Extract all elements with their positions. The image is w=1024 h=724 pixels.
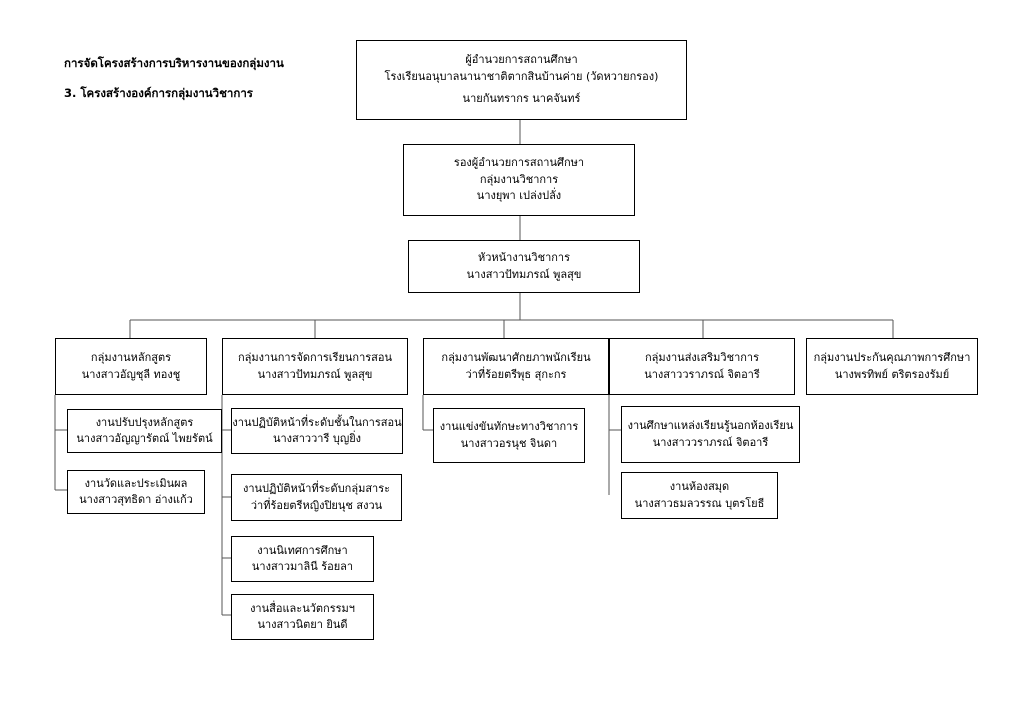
group-leader: นางสาววราภรณ์ จิตอารี <box>644 367 760 381</box>
task-box: งานศึกษาแหล่งเรียนรู้นอกห้องเรียน นางสาว… <box>621 406 800 463</box>
task-box: งานแข่งขันทักษะทางวิชาการ นางสาวอรนุช จิ… <box>433 408 585 463</box>
task-title: งานศึกษาแหล่งเรียนรู้นอกห้องเรียน <box>627 419 794 432</box>
task-box: งานสื่อและนวัตกรรมฯ นางสาวนิตยา ยินดี <box>231 594 374 640</box>
deputy-box: รองผู้อำนวยการสถานศึกษา กลุ่มงานวิชาการ … <box>403 144 635 216</box>
academic-head-position: หัวหน้างานวิชาการ <box>477 251 570 264</box>
director-school: โรงเรียนอนุบาลนานาชาติตากสินบ้านค่าย (วั… <box>384 69 659 83</box>
task-person: ว่าที่ร้อยตรีหญิงปิยนุช สงวน <box>250 498 383 512</box>
academic-head-box: หัวหน้างานวิชาการ นางสาวปัทมภรณ์ พูลสุข <box>408 240 640 293</box>
group-title: กลุ่มงานประกันคุณภาพการศึกษา <box>813 351 971 364</box>
task-box: งานห้องสมุด นางสาวธมลวรรณ บุตรโยธี <box>621 472 778 519</box>
task-box: งานปรับปรุงหลักสูตร นางสาวอัญญารัตณ์ ไพย… <box>67 409 222 453</box>
director-name: นายกันทรากร นาคจันทร์ <box>462 92 581 106</box>
task-person: นางสาววารี บุญยิ่ง <box>272 432 362 445</box>
task-title: งานปรับปรุงหลักสูตร <box>95 415 194 429</box>
group-title: กลุ่มงานหลักสูตร <box>90 351 172 364</box>
group-box-student-potential: กลุ่มงานพัฒนาศักยภาพนักเรียน ว่าที่ร้อยต… <box>423 338 609 395</box>
task-person: นางสาวธมลวรรณ บุตรโยธี <box>634 496 765 510</box>
director-position: ผู้อำนวยการสถานศึกษา <box>465 53 578 67</box>
task-person: นางสาวสุทธิดา อ่างแก้ว <box>79 493 193 506</box>
group-title: กลุ่มงานการจัดการเรียนการสอน <box>237 351 393 364</box>
page-subtitle: 3. โครงสร้างองค์การกลุ่มงานวิชาการ <box>64 86 253 100</box>
task-person: นางสาววราภรณ์ จิตอารี <box>652 435 769 449</box>
task-person: นางสาวอรนุช จินดา <box>460 436 558 450</box>
task-title: งานวัดและประเมินผล <box>84 476 188 490</box>
group-title: กลุ่มงานส่งเสริมวิชาการ <box>644 351 759 364</box>
director-box: ผู้อำนวยการสถานศึกษา โรงเรียนอนุบาลนานาช… <box>356 40 687 120</box>
group-box-teaching: กลุ่มงานการจัดการเรียนการสอน นางสาวปัทมภ… <box>222 338 408 395</box>
task-title: งานปฏิบัติหน้าที่ระดับชั้นในการสอน <box>232 415 402 429</box>
task-box: งานปฏิบัติหน้าที่ระดับกลุ่มสาระ ว่าที่ร้… <box>231 474 402 521</box>
group-leader: นางสาวปัทมภรณ์ พูลสุข <box>257 367 373 381</box>
deputy-name: นางยุพา เปล่งปลั่ง <box>476 189 562 203</box>
group-box-quality-assurance: กลุ่มงานประกันคุณภาพการศึกษา นางพรทิพย์ … <box>806 338 978 395</box>
group-leader: นางพรทิพย์ ตริตรองรัมย์ <box>834 367 950 381</box>
task-title: งานห้องสมุด <box>669 480 730 493</box>
group-leader: ว่าที่ร้อยตรีพุธ สุกะกร <box>465 367 567 381</box>
group-title: กลุ่มงานพัฒนาศักยภาพนักเรียน <box>441 351 591 364</box>
task-person: นางสาวมาลินี ร้อยลา <box>251 560 354 573</box>
task-box: งานวัดและประเมินผล นางสาวสุทธิดา อ่างแก้… <box>67 470 205 514</box>
deputy-position: รองผู้อำนวยการสถานศึกษา <box>453 156 585 170</box>
group-leader: นางสาวอัญชุลี ทองชู <box>81 367 181 381</box>
task-title: งานนิเทศการศึกษา <box>257 543 348 557</box>
deputy-group: กลุ่มงานวิชาการ <box>479 172 559 186</box>
task-title: งานสื่อและนวัตกรรมฯ <box>250 601 355 615</box>
academic-head-name: นางสาวปัทมภรณ์ พูลสุข <box>466 267 582 281</box>
page-title: การจัดโครงสร้างการบริหารงานของกลุ่มงาน <box>64 56 284 70</box>
group-box-academic-promotion: กลุ่มงานส่งเสริมวิชาการ นางสาววราภรณ์ จิ… <box>609 338 795 395</box>
task-title: งานปฏิบัติหน้าที่ระดับกลุ่มสาระ <box>242 482 391 495</box>
task-person: นางสาวอัญญารัตณ์ ไพยรัตน์ <box>76 432 213 445</box>
task-box: งานนิเทศการศึกษา นางสาวมาลินี ร้อยลา <box>231 536 374 582</box>
task-person: นางสาวนิตยา ยินดี <box>257 618 348 631</box>
group-box-curriculum: กลุ่มงานหลักสูตร นางสาวอัญชุลี ทองชู <box>55 338 207 395</box>
task-title: งานแข่งขันทักษะทางวิชาการ <box>439 420 579 433</box>
task-box: งานปฏิบัติหน้าที่ระดับชั้นในการสอน นางสา… <box>231 408 403 454</box>
